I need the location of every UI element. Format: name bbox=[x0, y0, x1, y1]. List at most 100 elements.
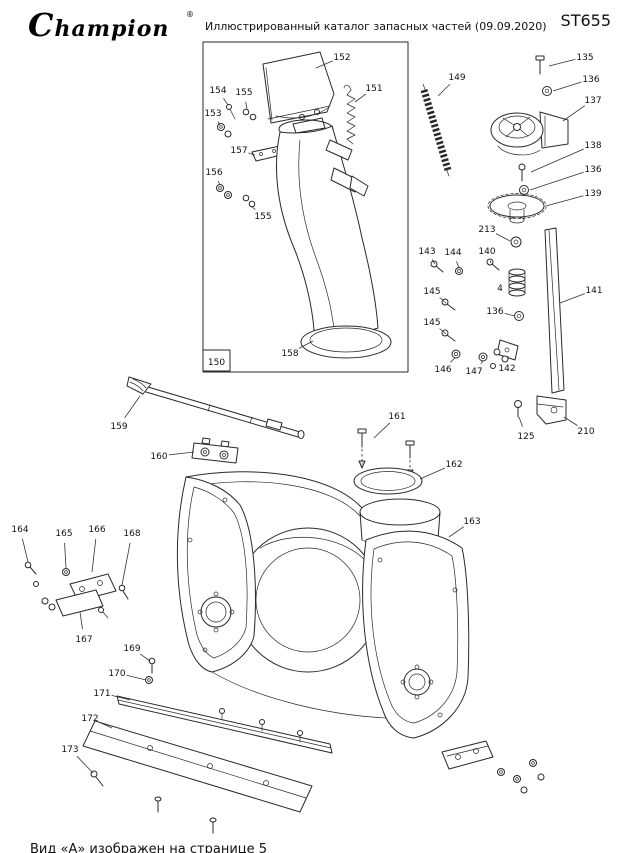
part-bracket-142 bbox=[496, 339, 519, 361]
callout-136: 136 bbox=[582, 75, 599, 85]
part-bolt-143 bbox=[430, 260, 444, 273]
callout-143: 143 bbox=[418, 247, 435, 257]
leader-line-138 bbox=[530, 148, 584, 173]
leader-line-145 bbox=[439, 328, 447, 335]
callout-142: 142 bbox=[498, 364, 515, 374]
callout-151: 151 bbox=[365, 84, 382, 94]
part-nuts-156 bbox=[216, 184, 232, 199]
part-washers-153 bbox=[217, 123, 232, 138]
leader-line-167 bbox=[79, 611, 83, 630]
part-bolt-169 bbox=[148, 657, 156, 674]
detail-box-150: 150 bbox=[202, 41, 409, 373]
leader-line-210 bbox=[563, 416, 578, 426]
callout-4: 4 bbox=[497, 284, 503, 294]
callout-139: 139 bbox=[584, 189, 601, 199]
leader-line-135 bbox=[548, 59, 576, 67]
model-number: ST655 bbox=[560, 11, 611, 30]
leader-line-136 bbox=[552, 81, 582, 92]
part-washer-144 bbox=[455, 267, 463, 275]
leader-line-171 bbox=[111, 695, 131, 701]
part-spring-151 bbox=[343, 84, 356, 145]
callout-145: 145 bbox=[423, 318, 440, 328]
leader-line-173 bbox=[76, 755, 94, 774]
callout-155: 155 bbox=[235, 88, 252, 98]
leader-line-165 bbox=[64, 542, 67, 569]
callout-135: 135 bbox=[576, 53, 593, 63]
callout-213: 213 bbox=[478, 225, 495, 235]
leader-line-161 bbox=[373, 422, 391, 439]
callout-166: 166 bbox=[88, 525, 105, 535]
part-spring-stack-4 bbox=[508, 268, 526, 297]
leader-line-163 bbox=[448, 526, 465, 538]
callout-138: 138 bbox=[584, 141, 601, 151]
callout-159: 159 bbox=[110, 422, 127, 432]
page-title: Иллюстрированный каталог запасных частей… bbox=[205, 20, 547, 33]
leader-line-137 bbox=[562, 105, 586, 122]
part-bolt-140 bbox=[486, 258, 500, 271]
callout-210: 210 bbox=[577, 427, 594, 437]
registered-mark: ® bbox=[186, 10, 194, 19]
footer-note: Вид «А» изображен на странице 5 bbox=[30, 842, 268, 853]
leader-line-158 bbox=[298, 340, 314, 349]
part-screw-154 bbox=[226, 104, 236, 120]
callout-171: 171 bbox=[93, 689, 110, 699]
callout-145: 145 bbox=[423, 287, 440, 297]
callout-147: 147 bbox=[465, 367, 482, 377]
callout-172: 172 bbox=[81, 714, 98, 724]
part-bolt-145a bbox=[441, 298, 456, 311]
part-washer-170 bbox=[145, 676, 153, 684]
leader-line-162 bbox=[419, 467, 446, 480]
leader-line-155 bbox=[245, 101, 248, 110]
leader-line-151 bbox=[354, 93, 367, 103]
callout-156: 156 bbox=[205, 168, 222, 178]
leader-line-149 bbox=[437, 83, 451, 97]
leader-line-140 bbox=[489, 260, 492, 264]
leader-line-145 bbox=[439, 297, 447, 304]
callout-161: 161 bbox=[388, 412, 405, 422]
leader-line-160 bbox=[168, 451, 195, 456]
leader-line-156 bbox=[217, 180, 221, 186]
leader-line-164 bbox=[22, 538, 29, 563]
part-bolt-168 bbox=[118, 584, 129, 600]
part-washer-136b bbox=[519, 185, 529, 195]
callout-149: 149 bbox=[448, 73, 465, 83]
part-auger-shaft-159 bbox=[126, 376, 305, 439]
leader-line-144 bbox=[456, 261, 460, 269]
leader-line-125 bbox=[518, 416, 523, 427]
callout-157: 157 bbox=[230, 146, 247, 156]
leader-line-168 bbox=[121, 542, 131, 586]
leader-line-141 bbox=[559, 293, 585, 304]
leader-line-136 bbox=[504, 313, 516, 317]
leader-line-152 bbox=[315, 60, 333, 69]
callout-158: 158 bbox=[281, 349, 298, 359]
leader-line-169 bbox=[139, 653, 151, 662]
callout-160: 160 bbox=[150, 452, 167, 462]
leader-line-170 bbox=[126, 674, 147, 681]
leader-line-172 bbox=[98, 721, 113, 729]
leader-line-136 bbox=[529, 171, 584, 191]
part-washer-165 bbox=[62, 568, 70, 576]
detail-box-label: 150 bbox=[208, 358, 225, 368]
leader-line-143 bbox=[431, 259, 436, 265]
part-screw-135 bbox=[535, 55, 545, 75]
part-nuts-155 bbox=[242, 108, 257, 121]
leader-line-157 bbox=[248, 152, 256, 156]
part-chute-body-158 bbox=[275, 119, 392, 359]
part-bolt-138 bbox=[518, 163, 526, 182]
part-support-rod-141 bbox=[536, 227, 567, 425]
callout-137: 137 bbox=[584, 96, 601, 106]
callout-165: 165 bbox=[55, 529, 72, 539]
callout-125: 125 bbox=[517, 432, 534, 442]
part-scraper-blade-172 bbox=[82, 720, 313, 813]
part-skid-assembly-167 bbox=[41, 589, 109, 619]
callout-153: 153 bbox=[204, 109, 221, 119]
leader-line-153 bbox=[217, 121, 221, 126]
callout-140: 140 bbox=[478, 247, 495, 257]
part-scraper-bar-171 bbox=[116, 695, 333, 754]
part-washer-136c bbox=[514, 311, 524, 321]
callout-168: 168 bbox=[123, 529, 140, 539]
part-nuts-155b bbox=[242, 194, 256, 208]
